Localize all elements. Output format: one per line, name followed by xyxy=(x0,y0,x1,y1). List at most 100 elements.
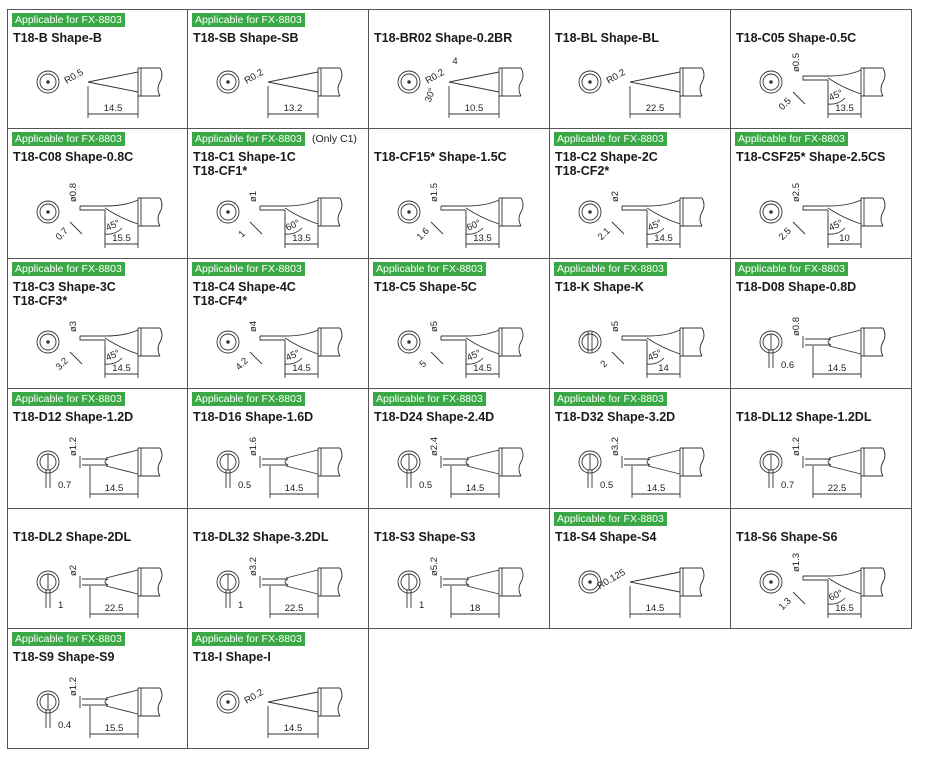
fx-8803-badge: Applicable for FX-8803 xyxy=(12,392,125,406)
tip-title: T18-D24 Shape-2.4D xyxy=(374,410,494,424)
diameter-label: ø4 xyxy=(248,321,259,332)
tip-model-name: T18-S4 Shape-S4 xyxy=(555,530,657,544)
tip-title: T18-D16 Shape-1.6D xyxy=(193,410,313,424)
tip-cell: T18-DL2 Shape-2DL ø2 1 22.5 xyxy=(7,509,188,629)
tip-title: T18-S4 Shape-S4 xyxy=(555,530,656,544)
tip-model-name: T18-D24 Shape-2.4D xyxy=(374,410,495,424)
diameter-label: ø1 xyxy=(248,191,259,202)
side-label: 2 xyxy=(598,358,610,370)
fx-8803-badge: Applicable for FX-8803 xyxy=(12,262,125,276)
tip-title: T18-CSF25* Shape-2.5CS xyxy=(736,150,885,164)
length-label: 22.5 xyxy=(285,603,304,614)
length-label: 14.5 xyxy=(647,483,666,494)
radius-label: R0.2 xyxy=(243,687,266,707)
thickness-label: 0.7 xyxy=(781,480,794,491)
tip-model-name: T18-S9 Shape-S9 xyxy=(13,650,115,664)
side-label: 3.2 xyxy=(54,356,71,373)
diameter-label: ø1.2 xyxy=(791,437,802,456)
length-label: 22.5 xyxy=(646,103,665,114)
length-label: 22.5 xyxy=(828,483,847,494)
angle-label: 60° xyxy=(284,218,302,234)
tip-title: T18-D32 Shape-3.2D xyxy=(555,410,675,424)
tip-model-name: T18-DL2 Shape-2DL xyxy=(13,530,132,544)
fx-8803-badge: Applicable for FX-8803 xyxy=(554,512,667,526)
length-label: 10.5 xyxy=(465,103,484,114)
tip-cell: T18-BL Shape-BL R0.2 22.5 xyxy=(550,9,731,129)
tip-model-name: T18-D12 Shape-1.2D xyxy=(13,410,134,424)
thickness-label: 1 xyxy=(238,600,243,611)
radius-label: R0.2 xyxy=(605,67,628,87)
fx-8803-badge: Applicable for FX-8803 xyxy=(192,132,305,146)
thickness-label: 0.5 xyxy=(238,480,251,491)
side-label: 5 xyxy=(417,358,429,370)
side-label: 1.6 xyxy=(415,226,432,243)
length-label: 14.5 xyxy=(646,603,665,614)
length-label: 15.5 xyxy=(112,233,131,244)
thickness-label: 0.5 xyxy=(600,480,613,491)
tip-title: T18-D08 Shape-0.8D xyxy=(736,280,856,294)
diameter-label: ø3.2 xyxy=(610,437,621,456)
fx-8803-badge: Applicable for FX-8803 xyxy=(192,13,305,27)
fx-8803-badge: Applicable for FX-8803 xyxy=(554,392,667,406)
length-label: 16.5 xyxy=(835,603,854,614)
tip-model-name: T18-CF4* xyxy=(193,294,248,308)
thickness-label: 1 xyxy=(58,600,63,611)
side-label: 1 xyxy=(236,228,248,240)
diameter-label: ø0.8 xyxy=(68,183,79,202)
fx-8803-badge: Applicable for FX-8803 xyxy=(12,132,125,146)
tip-drawing: R0.213.2 xyxy=(216,67,343,118)
length-label: 14.5 xyxy=(112,363,131,374)
tip-model-name: T18-BL Shape-BL xyxy=(555,31,659,45)
diameter-label: ø2 xyxy=(610,191,621,202)
tip-model-name: T18-C1 Shape-1C xyxy=(193,150,296,164)
tip-model-name: T18-DL12 Shape-1.2DL xyxy=(736,410,872,424)
tip-model-name: T18-CSF25* Shape-2.5CS xyxy=(736,150,886,164)
diameter-label: ø5.2 xyxy=(429,557,440,576)
angle-label: 45° xyxy=(646,218,664,234)
side-label: 4.2 xyxy=(234,356,251,373)
angle-label: 45° xyxy=(465,348,483,364)
diameter-label: ø3 xyxy=(68,321,79,332)
tip-drawing: R0.214.5 xyxy=(216,687,343,738)
diameter-label: ø5 xyxy=(610,321,621,332)
angle-label: 60° xyxy=(465,218,483,234)
length-label: 13.5 xyxy=(835,103,854,114)
tip-title: T18-BR02 Shape-0.2BR xyxy=(374,31,512,45)
angle-label: 45° xyxy=(104,348,122,364)
tip-drawing: R0.514.5 xyxy=(36,67,163,118)
tip-title: T18-DL32 Shape-3.2DL xyxy=(193,530,328,544)
length-label: 22.5 xyxy=(105,603,124,614)
angle-label: 60° xyxy=(827,588,845,604)
tip-model-name: T18-D08 Shape-0.8D xyxy=(736,280,857,294)
diameter-label: ø0.5 xyxy=(791,53,802,72)
tip-title: T18-B Shape-B xyxy=(13,31,102,45)
angle-label: 45° xyxy=(827,88,845,104)
tip-model-name: T18-CF15* Shape-1.5C xyxy=(374,150,507,164)
side-label: 0.7 xyxy=(54,226,71,243)
thickness-label: 0.6 xyxy=(781,360,794,371)
diameter-label: ø2.5 xyxy=(791,183,802,202)
length-label: 15.5 xyxy=(105,723,124,734)
diameter-label: ø2 xyxy=(68,565,79,576)
